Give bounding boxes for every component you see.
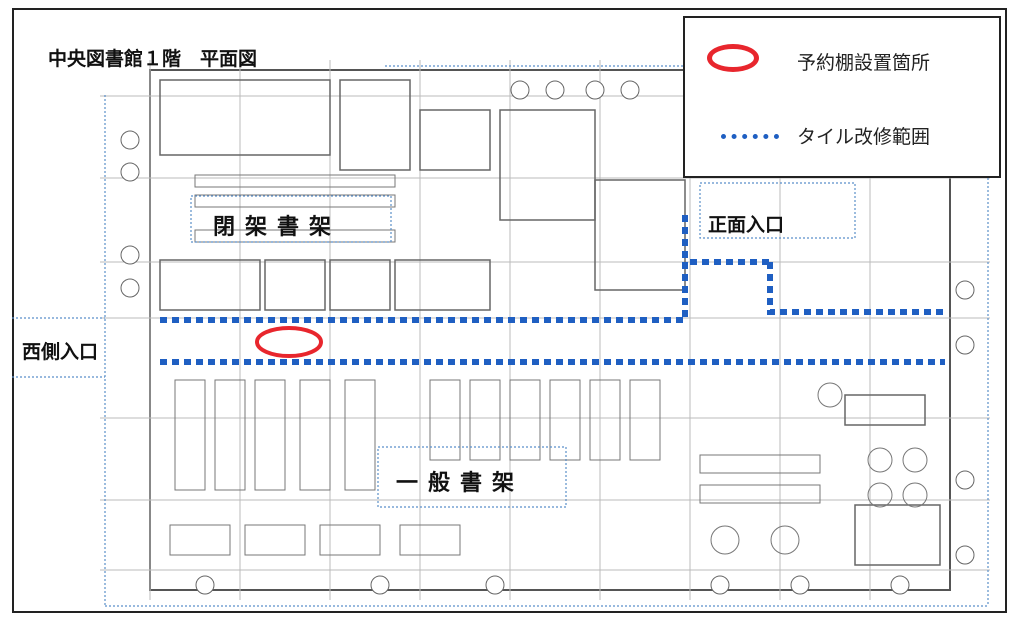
legend-item-reservation-shelf: 予約棚設置箇所 xyxy=(685,38,999,88)
room-stair-north xyxy=(339,79,411,171)
room-nw xyxy=(159,79,331,156)
west-entrance-label: 西側入口 xyxy=(22,341,99,363)
legend: 予約棚設置箇所 タイル改修範囲 xyxy=(683,16,1001,178)
room-sw-office xyxy=(159,259,261,311)
room-office-3 xyxy=(329,259,391,311)
column-markers xyxy=(120,80,975,595)
room-walls xyxy=(159,79,941,566)
reservation-shelf-marker xyxy=(255,326,323,358)
guide-dotted-lines xyxy=(12,65,989,607)
blue-dotted-line-icon xyxy=(721,134,779,139)
room-north-2 xyxy=(419,109,491,171)
tile-renovation-area xyxy=(160,215,945,365)
legend-item-tile-renovation: タイル改修範囲 xyxy=(685,112,999,162)
general-stacks-label: 一般書架 xyxy=(396,471,525,496)
red-oval-icon xyxy=(707,44,759,72)
shelf-rows xyxy=(174,174,661,491)
room-group-study xyxy=(844,394,926,426)
legend-label: タイル改修範囲 xyxy=(797,126,931,148)
front-entrance-label: 正面入口 xyxy=(708,214,785,236)
room-cpu xyxy=(594,179,686,291)
room-north-3 xyxy=(499,109,596,221)
tables xyxy=(169,382,928,556)
grid-lines xyxy=(100,60,990,600)
map-title: 中央図書館１階 平面図 xyxy=(48,48,258,70)
room-office-4 xyxy=(394,259,491,311)
room-kids xyxy=(854,504,941,566)
closed-stacks-label: 閉架書架 xyxy=(213,215,342,240)
legend-label: 予約棚設置箇所 xyxy=(797,52,931,74)
room-office-2 xyxy=(264,259,326,311)
